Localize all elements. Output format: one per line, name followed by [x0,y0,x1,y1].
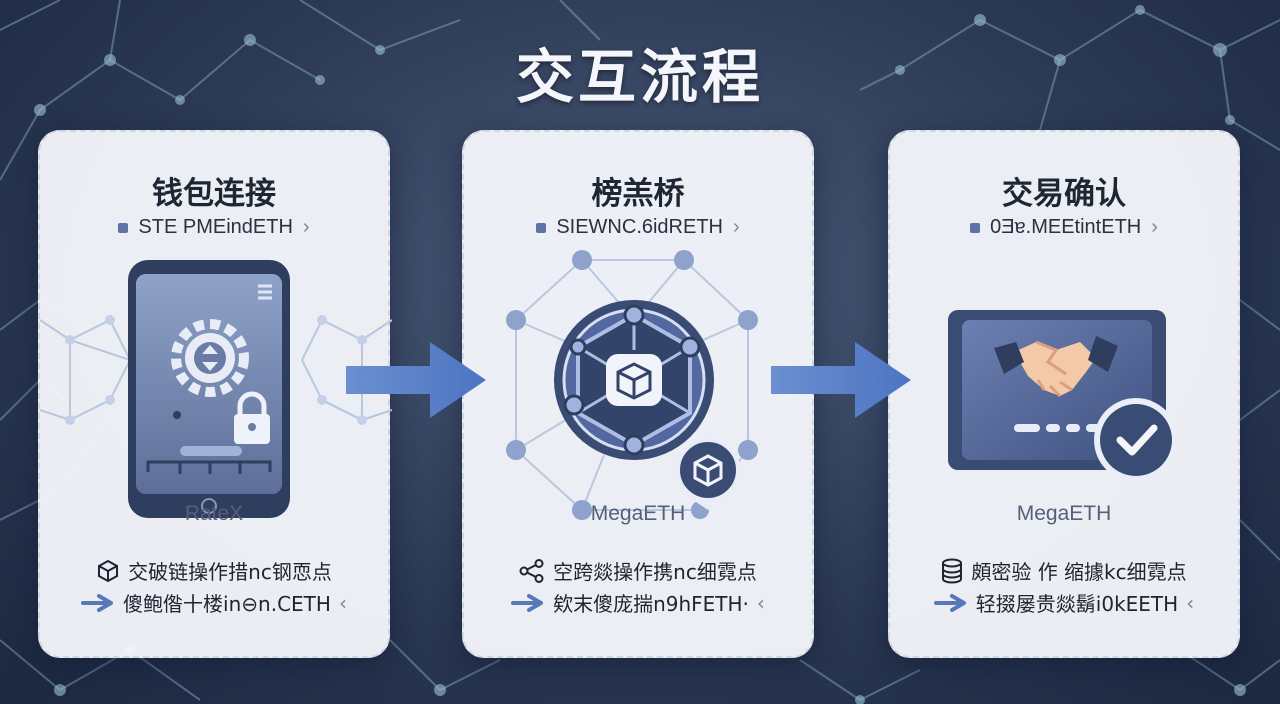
brand-label: MegaETH [590,502,686,525]
chevron-left-icon[interactable]: ‹ [756,590,765,615]
detail-text: 空跨燚操作携nc细霓点 [553,560,757,584]
checkmark-icon [1094,398,1178,482]
step-subtitle: 0Ǝɐ.MEEtintETH › [890,216,1238,239]
brand-label: RateX [184,502,244,525]
flow-arrow-icon [771,342,911,418]
step-subtitle: SIEWNC.6idRETH › [464,216,812,239]
detail-text: 欸末傻庞揣n9hFETH· [553,592,749,616]
step-title: 钱包连接 [152,176,276,212]
chevron-right-icon[interactable]: › [302,216,310,238]
detail-row: 轻掇屡贵燚鬍i0kEETH ‹ [890,588,1238,617]
step-title: 榜羔桥 [591,176,685,212]
detail-row: 空跨燚操作携nc细霓点 [464,556,812,585]
bullet-square-icon [536,222,547,233]
step-card-bridge: 榜羔桥 SIEWNC.6idRETH › [462,130,814,658]
arrow-right-icon [511,593,544,612]
bullet-square-icon [970,222,981,233]
cube-icon [693,454,723,487]
detail-row: 交破链操作措nc钢恧点 [40,556,388,585]
lock-icon [234,391,270,444]
brand-label: MegaETH [1016,502,1112,525]
step-card-wallet: 钱包连接 STE PMEindETH › [38,130,392,658]
database-icon [942,558,963,583]
detail-row: 欸末傻庞揣n9hFETH· ‹ [464,588,812,617]
detail-row: 傻鲍偺十楼in⊖n.CETH ‹ [40,588,388,617]
arrow-right-icon [81,593,114,612]
cube-icon [98,559,119,582]
detail-row: 頗密验 作 缩據kc细霓点 [890,556,1238,585]
cube-icon [616,362,652,400]
detail-text: 交破链操作措nc钢恧点 [128,560,332,584]
page-title: 交互流程 [515,43,764,111]
handshake-illustration [948,310,1178,482]
step-subtitle-text: SIEWNC.6idRETH [556,216,724,238]
chevron-left-icon[interactable]: ‹ [1186,590,1195,615]
detail-text: 頗密验 作 缩據kc细霓点 [971,560,1187,584]
bridge-hub-illustration [506,250,758,520]
handshake-icon [994,336,1118,398]
step-subtitle: STE PMEindETH › [40,216,388,239]
step-title: 交易确认 [1002,176,1126,212]
step-subtitle-text: STE PMEindETH [138,216,293,238]
chevron-right-icon[interactable]: › [1151,216,1158,238]
phone-illustration [40,260,392,518]
step-subtitle-text: 0Ǝɐ.MEEtintETH [990,216,1142,238]
flow-arrow-icon [346,342,486,418]
detail-text: 轻掇屡贵燚鬍i0kEETH [975,592,1179,616]
share-nodes-icon [519,558,544,583]
chevron-right-icon[interactable]: › [733,216,740,238]
step-card-confirm: 交易确认 0Ǝɐ.MEEtintETH › [888,130,1240,658]
bullet-square-icon [118,222,129,233]
detail-text: 傻鲍偺十楼in⊖n.CETH [123,592,331,616]
arrow-right-icon [933,593,966,612]
chevron-left-icon[interactable]: ‹ [338,590,347,615]
gear-icon [171,319,249,397]
